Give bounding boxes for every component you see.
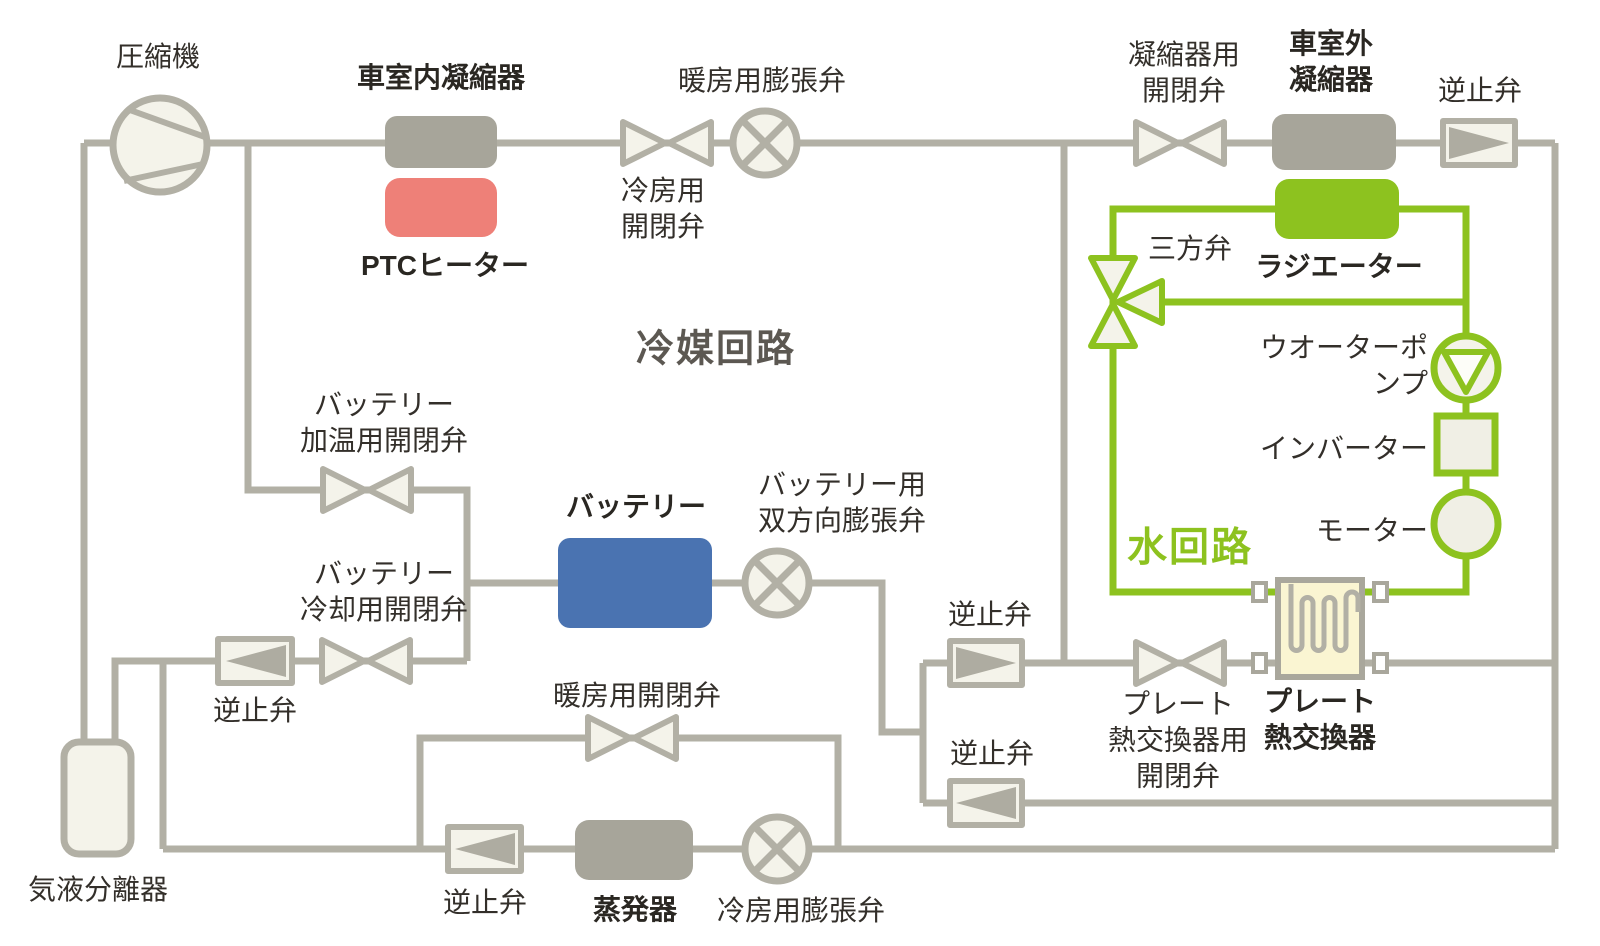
check-valve-mid-top-symbol xyxy=(947,638,1025,688)
check-valve-top-right-label: 逆止弁 xyxy=(1437,75,1523,107)
battery-heating-valve-symbol xyxy=(320,466,414,514)
cooling-expansion-valve-symbol xyxy=(741,813,813,885)
gas-liquid-separator-symbol xyxy=(60,738,135,858)
battery-cooling-valve-symbol xyxy=(319,637,413,685)
battery-heating-valve-label: バッテリー 加温用開閉弁 xyxy=(299,389,469,456)
plate-heat-exchanger-symbol xyxy=(1251,577,1389,680)
compressor-label: 圧縮機 xyxy=(115,41,201,73)
check-valve-left-label: 逆止弁 xyxy=(212,695,298,727)
inverter-symbol xyxy=(1433,412,1499,477)
check-valve-mid-top-label: 逆止弁 xyxy=(947,599,1033,631)
evaporator-label: 蒸発器 xyxy=(592,894,678,926)
check-valve-bottom-symbol xyxy=(445,824,524,874)
refrigerant-circuit-title: 冷媒回路 xyxy=(635,328,797,371)
condenser-onoff-valve-symbol xyxy=(1133,119,1227,167)
battery-expansion-valve-label: バッテリー用 双方向膨張弁 xyxy=(757,469,927,536)
expansion-valves xyxy=(729,107,813,885)
motor-label: モーター xyxy=(1315,515,1428,547)
plate-hx-label: プレート 熱交換器 xyxy=(1263,686,1377,753)
ptc-heater-symbol xyxy=(385,178,497,237)
check-valve-left-symbol xyxy=(215,636,295,686)
water-circuit-title: 水回路 xyxy=(1127,525,1253,570)
motor-symbol xyxy=(1430,488,1502,560)
onoff-valves xyxy=(319,119,1227,762)
heating-expansion-valve-label: 暖房用膨張弁 xyxy=(677,65,847,97)
gas-liquid-separator-label: 気液分離器 xyxy=(27,874,169,906)
check-valve-mid-bottom-label: 逆止弁 xyxy=(949,738,1035,770)
cooling-onoff-valve-symbol xyxy=(620,119,714,167)
radiator-symbol xyxy=(1275,179,1399,239)
cooling-expansion-valve-label: 冷房用膨張弁 xyxy=(716,895,886,927)
water-pump-label: ウオーターポンプ xyxy=(1259,332,1428,399)
cabin-condenser-symbol xyxy=(385,116,497,168)
ptc-heater-label: PTCヒーター xyxy=(360,250,530,282)
cabin-condenser-label: 車室内凝縮器 xyxy=(356,62,526,94)
three-way-valve-label: 三方弁 xyxy=(1147,233,1233,265)
battery-expansion-valve-symbol xyxy=(741,547,813,619)
battery-label: バッテリー xyxy=(565,491,707,523)
battery-symbol xyxy=(558,538,712,628)
inverter-label: インバーター xyxy=(1259,433,1428,465)
condenser-onoff-valve-label: 凝縮器用 開閉弁 xyxy=(1127,39,1241,106)
water-pump-symbol xyxy=(1430,332,1502,404)
plate-hx-valve-symbol xyxy=(1133,639,1227,687)
heating-onoff-valve-symbol xyxy=(585,714,679,762)
check-valve-mid-bottom-symbol xyxy=(947,778,1025,828)
evaporator-symbol xyxy=(575,820,693,880)
heating-expansion-valve-symbol xyxy=(729,107,801,179)
plate-hx-valve-label: プレート 熱交換器用 開閉弁 xyxy=(1107,688,1249,791)
three-way-valve-symbol xyxy=(1088,255,1165,349)
radiator-label: ラジエーター xyxy=(1255,251,1423,283)
battery-cooling-valve-label: バッテリー 冷却用開閉弁 xyxy=(299,558,469,625)
exterior-condenser-label: 車室外 凝縮器 xyxy=(1288,28,1374,95)
check-valves xyxy=(215,118,1518,874)
check-valve-bottom-label: 逆止弁 xyxy=(442,887,528,919)
cooling-onoff-valve-label: 冷房用 開閉弁 xyxy=(620,175,706,242)
compressor-symbol xyxy=(109,94,211,196)
exterior-condenser-symbol xyxy=(1272,114,1396,170)
heating-onoff-valve-label: 暖房用開閉弁 xyxy=(552,680,722,712)
check-valve-top-right-symbol xyxy=(1440,118,1518,168)
